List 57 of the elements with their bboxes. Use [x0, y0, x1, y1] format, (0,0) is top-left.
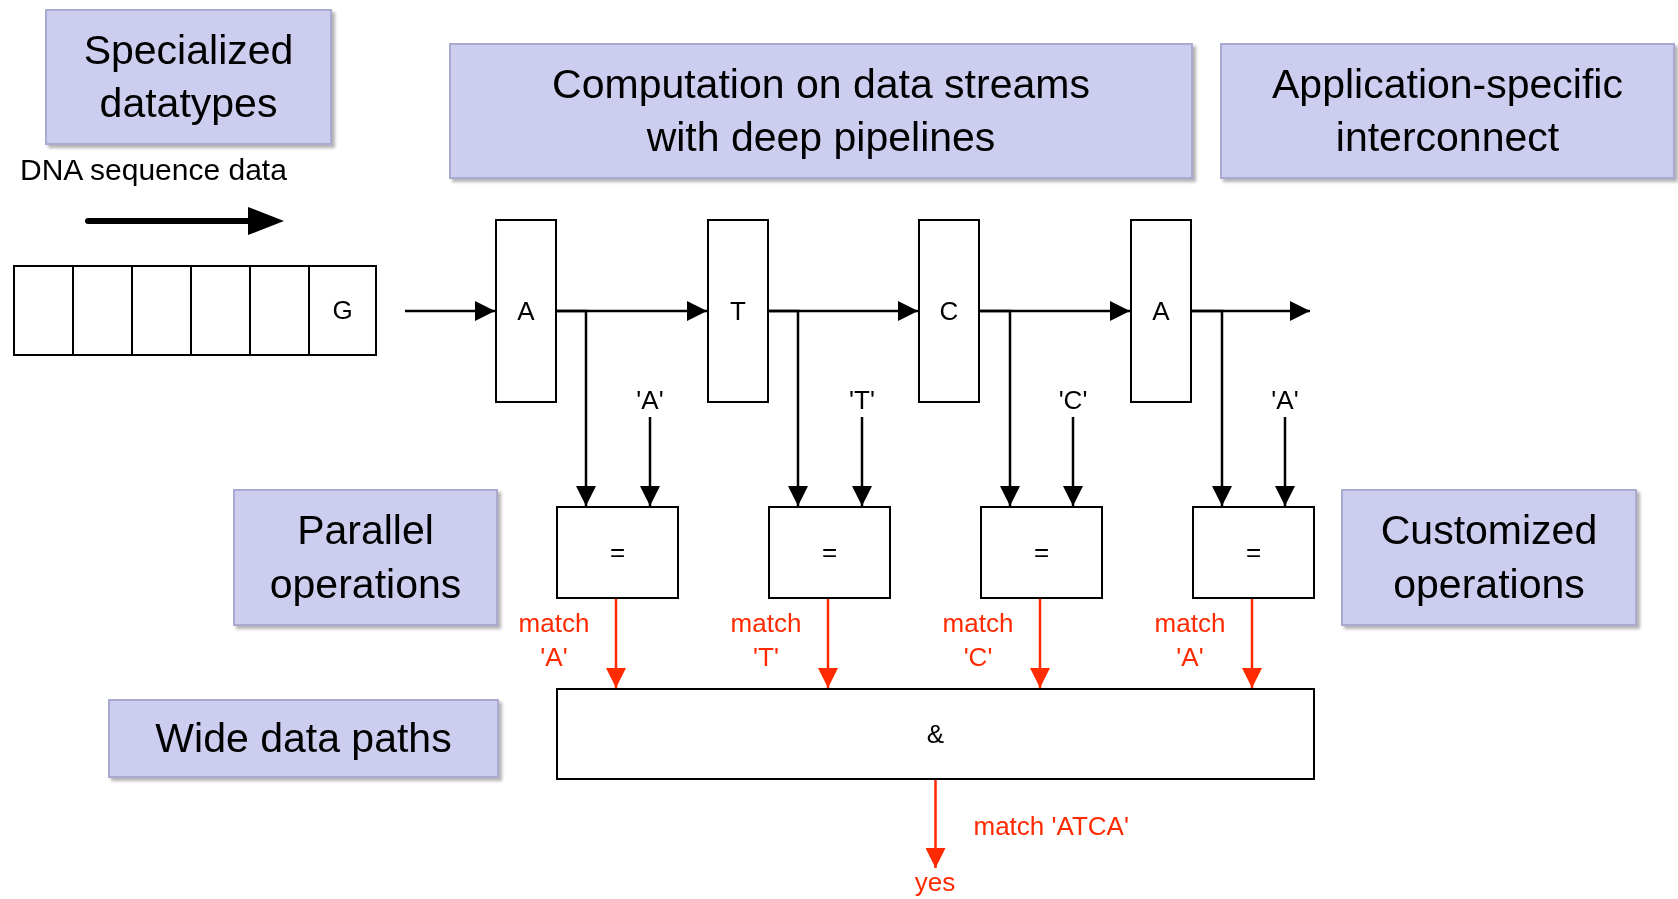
comparator-box — [980, 506, 1103, 599]
register-box — [495, 219, 557, 403]
callout-box — [449, 43, 1193, 179]
callout-box — [233, 489, 498, 626]
arrow — [980, 309, 1020, 506]
sequence-cell — [308, 265, 377, 356]
cell-label: C — [939, 295, 959, 327]
empty-box — [190, 265, 251, 356]
callout-text: Computation on data streams with deep pipelines — [551, 59, 1091, 162]
comparator-box — [556, 506, 679, 599]
empty-box — [249, 265, 310, 356]
callout-text: Parallel operations — [268, 506, 463, 609]
caption-label: DNA sequence data — [20, 153, 287, 187]
constant-label: 'A' — [1265, 383, 1305, 417]
arrow — [606, 599, 626, 688]
arrow — [1063, 417, 1083, 506]
output-label: yes — [910, 868, 960, 896]
cell-label: = — [821, 537, 838, 568]
register-box — [707, 219, 769, 403]
arrow — [818, 599, 838, 688]
callout-box — [108, 699, 499, 778]
register-box — [1130, 219, 1192, 403]
callout-text: Customized operations — [1379, 506, 1599, 609]
empty-box — [72, 265, 133, 356]
arrow — [1192, 309, 1232, 506]
callout-box — [1220, 43, 1675, 179]
cell-label: & — [926, 718, 945, 750]
constant-label: 'A' — [630, 383, 670, 417]
arrow — [852, 417, 872, 506]
arrow — [769, 309, 808, 506]
arrow — [1030, 599, 1050, 688]
cell-label: = — [1245, 537, 1262, 568]
empty-box — [13, 265, 74, 356]
arrow — [557, 309, 596, 506]
callout-box — [1341, 489, 1637, 626]
cell-label: G — [332, 295, 353, 326]
arrow — [1275, 417, 1295, 506]
comparator-box — [768, 506, 891, 599]
constant-label: 'T' — [842, 383, 882, 417]
cell-label: = — [1033, 537, 1050, 568]
comparator-box — [1192, 506, 1315, 599]
and-gate-box — [556, 688, 1315, 780]
arrow — [1242, 599, 1262, 688]
callout-box — [45, 9, 332, 145]
cell-label: A — [517, 295, 535, 327]
arrow — [405, 301, 495, 321]
callout-text: Wide data paths — [155, 713, 452, 763]
cell-label: T — [730, 295, 746, 327]
cell-label: = — [609, 537, 626, 568]
arrow — [640, 417, 660, 506]
empty-box — [131, 265, 192, 356]
arrow — [925, 780, 946, 868]
cell-label: A — [1152, 295, 1170, 327]
callout-text: Specialized datatypes — [82, 25, 295, 128]
callout-text: Application-specific interconnect — [1271, 59, 1624, 162]
constant-label: 'C' — [1053, 383, 1093, 417]
register-box — [918, 219, 980, 403]
